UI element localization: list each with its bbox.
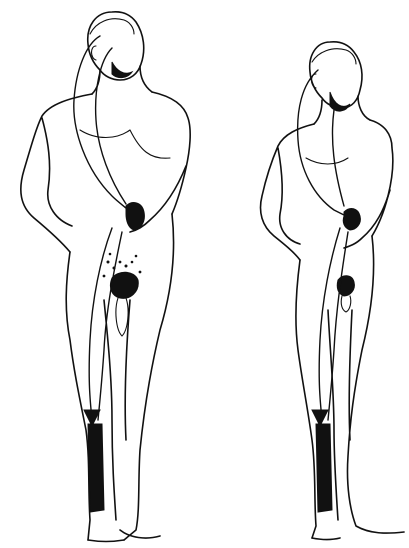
right-figure-tube-upper xyxy=(298,70,346,216)
right-figure-feet xyxy=(312,538,340,540)
left-figure-genitals xyxy=(116,298,128,336)
left-figure-pelvic-mark xyxy=(110,272,138,298)
right-figure-genitals xyxy=(341,296,351,312)
left-figure-stomach xyxy=(126,203,144,230)
right-figure-stomach xyxy=(343,209,360,230)
right-figure-chest xyxy=(306,158,348,164)
right-figure-tube-lower xyxy=(319,228,340,420)
left-figure-chest xyxy=(80,130,170,158)
right-figure-head xyxy=(310,42,362,108)
left-figure-tube-upper-2 xyxy=(96,48,126,204)
left-figure-shin-bar xyxy=(88,424,104,512)
left-figure-feet xyxy=(88,530,160,542)
right-figure-hair xyxy=(312,49,356,64)
left-figure-tube-upper xyxy=(74,36,128,210)
right-figure-left-arm xyxy=(278,148,300,244)
right-figure-tube-upper-2 xyxy=(332,110,344,206)
left-figure-beard xyxy=(112,62,132,78)
left-figure-left-arm xyxy=(42,118,72,226)
left-figure-torso xyxy=(21,92,190,252)
right-figure-beard xyxy=(330,92,350,111)
right-figure xyxy=(261,42,405,540)
left-figure-hair xyxy=(90,19,134,34)
right-figure-shin-bar xyxy=(316,424,332,512)
left-figure xyxy=(21,12,190,542)
